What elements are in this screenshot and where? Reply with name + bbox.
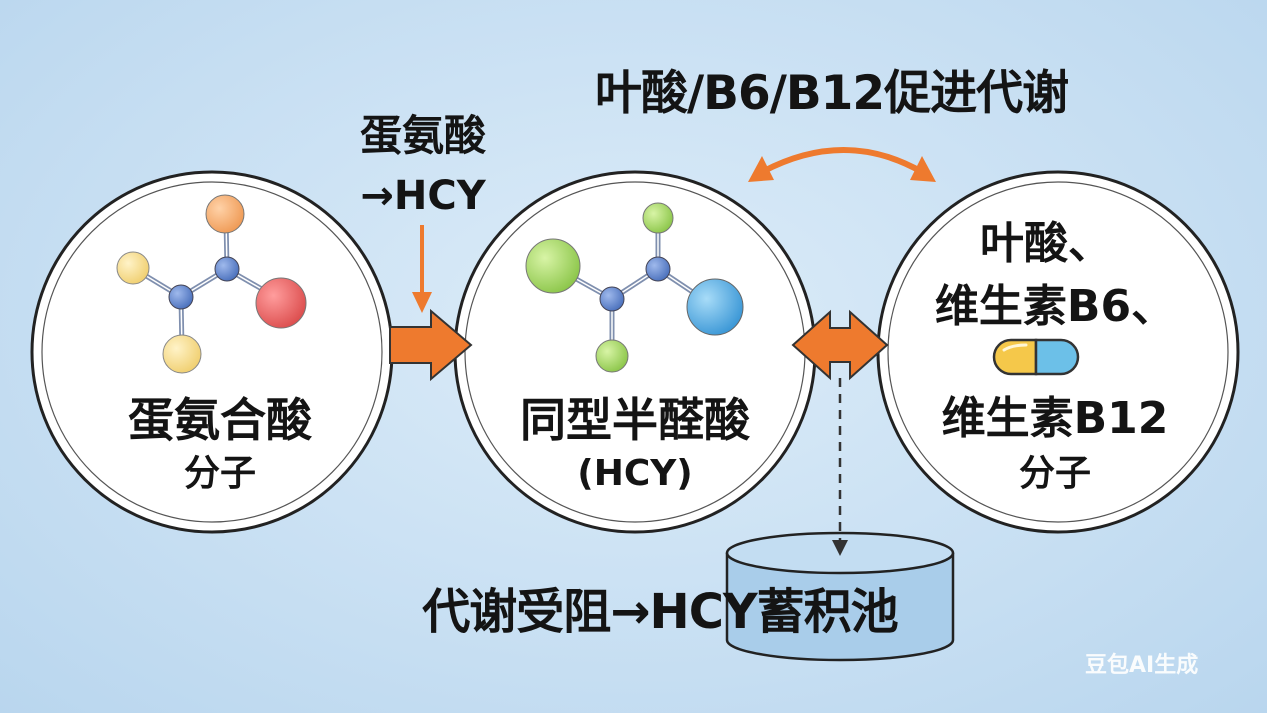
exchange-double-arrow: [791, 309, 889, 381]
methionine-circle-inner: [41, 181, 383, 523]
hcy-pool: [725, 531, 955, 662]
molecule-icon: [525, 202, 744, 373]
methionine-circle-title: 蛋氨合酸: [128, 393, 312, 447]
capsule-icon: [992, 338, 1080, 376]
molecule-icon: [116, 194, 307, 374]
hcy-pool-label: 代谢受阻→HCY蓄积池: [422, 584, 898, 640]
vitamin-circle-inner: [887, 181, 1229, 523]
vitamin-circle-line1: 叶酸、: [980, 218, 1112, 269]
methionine-circle-subtitle: 分子: [183, 453, 256, 494]
hcy-circle-title: 同型半醛酸: [520, 393, 750, 447]
label-down-arrow: [412, 225, 432, 313]
promote-metabolism-label: 叶酸/B6/B12促进代谢: [595, 66, 1069, 121]
vitamin-circle-subtitle: 分子: [1018, 453, 1091, 494]
promote-curved-arrow: [748, 147, 936, 182]
vitamin-circle-line2: 维生素B6、: [934, 281, 1176, 332]
vitamin-circle-line3: 维生素B12: [941, 393, 1169, 444]
conversion-arrow: [389, 308, 473, 382]
ai-watermark: 豆包AI生成: [1085, 653, 1199, 678]
hcy-circle-subtitle: (HCY): [577, 453, 693, 494]
methionine-label: 蛋氨酸: [359, 111, 486, 160]
to-hcy-label: →HCY: [360, 173, 486, 219]
accumulate-dashed-arrow: [832, 378, 848, 556]
